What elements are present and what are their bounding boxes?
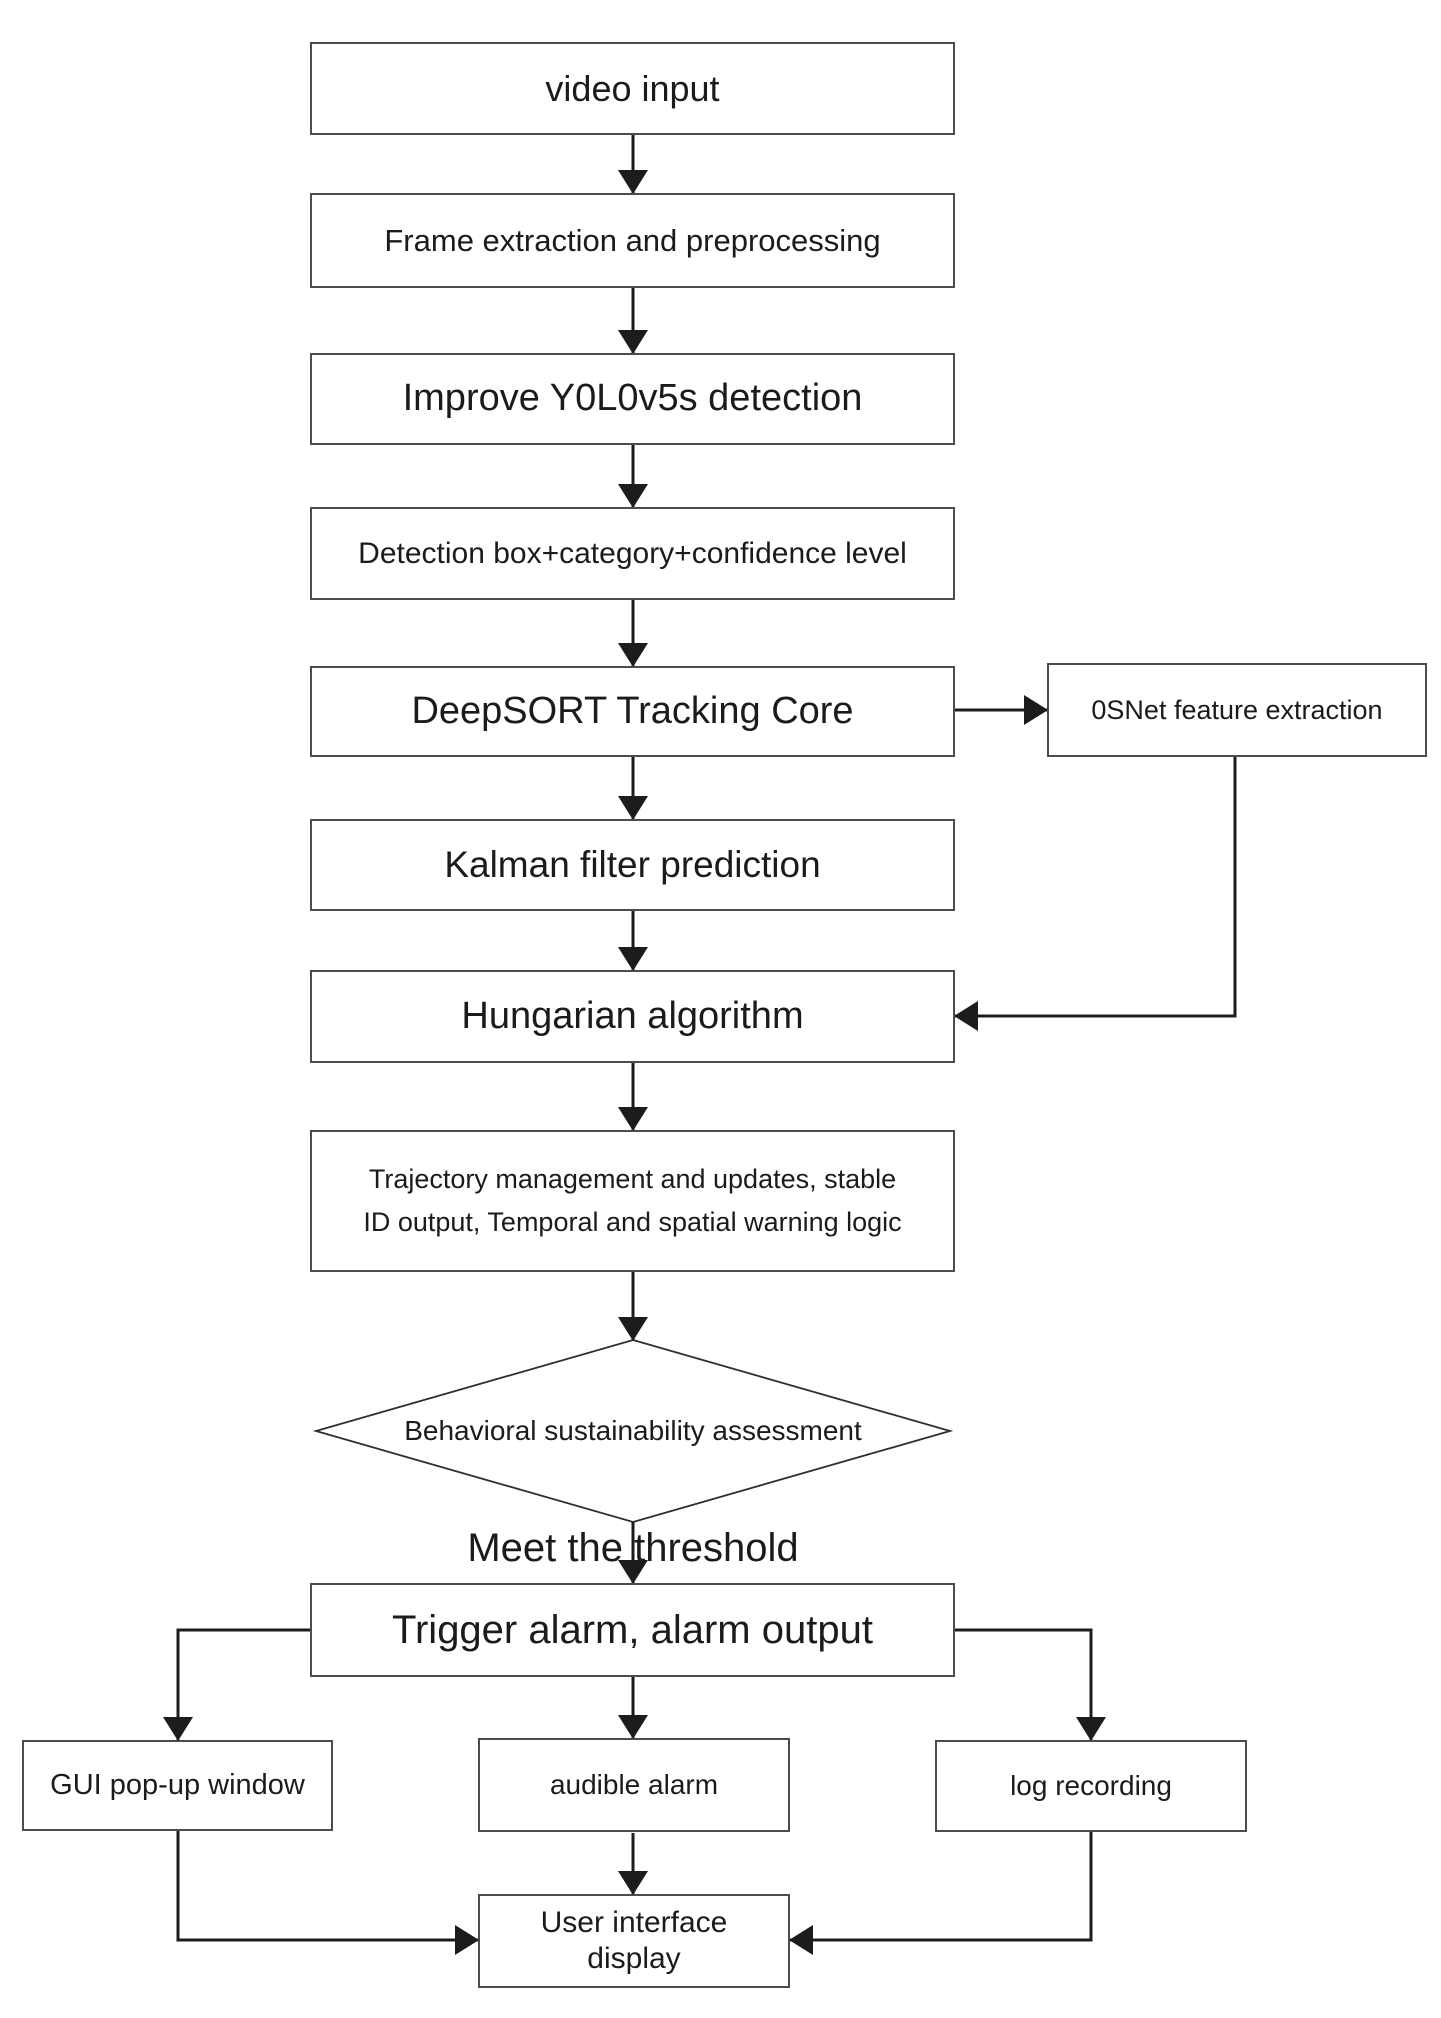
node-video-input-label: video input: [545, 67, 720, 109]
decision-result-label: Meet the threshold: [333, 1522, 933, 1574]
decision-diamond: [312, 1339, 954, 1523]
node-ui-display: User interface display: [478, 1894, 790, 1988]
decision-diamond-label: Behavioral sustainability assessment: [333, 1405, 933, 1457]
connector-osnet-to-hungarian: [954, 757, 1237, 1031]
node-detection-output-label: Detection box+category+confidence level: [358, 536, 907, 570]
connector-trigger-to-log: [955, 1628, 1106, 1741]
node-kalman-prediction: Kalman filter prediction: [310, 819, 955, 911]
node-improve-yolov5s: Improve Y0L0v5s detection: [310, 353, 955, 445]
node-hungarian-algorithm: Hungarian algorithm: [310, 970, 955, 1063]
decision-result-text: Meet the threshold: [467, 1526, 799, 1570]
node-kalman-label: Kalman filter prediction: [444, 843, 821, 885]
node-deepsort-core-label: DeepSORT Tracking Core: [411, 689, 854, 732]
node-trajectory-management: Trajectory management and updates, stabl…: [310, 1130, 955, 1272]
node-gui-popup-label: GUI pop-up window: [50, 1769, 305, 1802]
node-trajectory-line1: Trajectory management and updates, stabl…: [368, 1164, 897, 1195]
connector-log-to-uidisplay: [789, 1832, 1093, 1955]
node-frame-extraction: Frame extraction and preprocessing: [310, 193, 955, 288]
node-video-input: video input: [310, 42, 955, 135]
node-osnet-feature-extraction: 0SNet feature extraction: [1047, 663, 1427, 757]
node-ui-display-label: User interface display: [540, 1906, 728, 1975]
decision-label-text: Behavioral sustainability assessment: [404, 1414, 862, 1446]
node-trigger-alarm: Trigger alarm, alarm output: [310, 1583, 955, 1677]
node-trajectory-line2: ID output, Temporal and spatial warning …: [363, 1207, 902, 1237]
node-trigger-alarm-label: Trigger alarm, alarm output: [392, 1608, 873, 1652]
node-osnet-label: 0SNet feature extraction: [1091, 694, 1383, 725]
node-log-recording-label: log recording: [1010, 1770, 1172, 1802]
node-detection-output: Detection box+category+confidence level: [310, 507, 955, 600]
connector-gui-popup-to-uidisplay: [176, 1831, 479, 1955]
connector-trigger-to-gui-popup: [163, 1628, 310, 1741]
node-audible-alarm-label: audible alarm: [549, 1769, 719, 1801]
node-log-recording: log recording: [935, 1740, 1247, 1832]
node-improve-yolov5s-label: Improve Y0L0v5s detection: [402, 377, 863, 420]
node-deepsort-core: DeepSORT Tracking Core: [310, 666, 955, 757]
node-audible-alarm: audible alarm: [478, 1738, 790, 1832]
node-gui-popup-window: GUI pop-up window: [22, 1740, 333, 1831]
node-frame-extraction-label: Frame extraction and preprocessing: [384, 222, 881, 258]
node-hungarian-label: Hungarian algorithm: [461, 994, 804, 1037]
